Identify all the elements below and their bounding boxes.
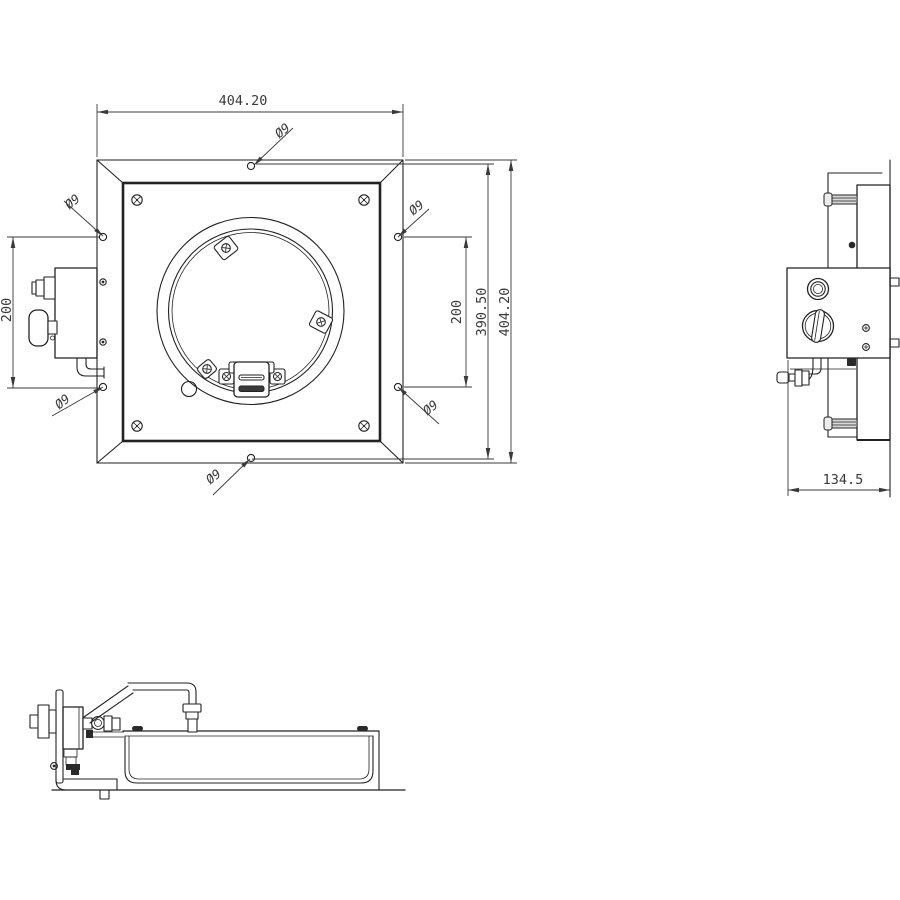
hole-label-bottom: Ø9 (203, 466, 224, 487)
clip-tab (213, 235, 239, 261)
junction-box-side (786, 267, 891, 359)
hole-label-top: Ø9 (272, 120, 293, 141)
bezel-ring (156, 216, 345, 406)
hole-callout-right-top: Ø9 (397, 197, 430, 238)
dim-left-pitch-label: 200 (0, 298, 15, 322)
pipe-assembly-bottom (83, 682, 202, 733)
screw-icon (358, 194, 370, 206)
screw-icon (221, 371, 232, 382)
bracket-under-box (50, 748, 80, 775)
hole-callout-bottom: Ø9 (203, 458, 251, 496)
screw-icon (131, 420, 143, 432)
frame-outer-edge (96, 159, 404, 464)
top-bolt (823, 192, 858, 207)
front-frame (96, 159, 404, 464)
screw-icon (131, 194, 143, 206)
dim-top-width-label: 404.20 (219, 93, 268, 109)
screw-icon (358, 420, 370, 432)
dimensions-front: 404.20 200 390.50 404.20 200 (0, 93, 517, 496)
junction-box-front (28, 267, 105, 379)
tray (122, 726, 380, 791)
hole-label-left-top: Ø9 (62, 191, 83, 212)
screw-icon (272, 371, 283, 382)
foot-tab (99, 789, 110, 800)
tray-screw-left (132, 726, 143, 731)
hole-bottom (246, 453, 256, 463)
hole-callout-right-bottom: Ø9 (397, 386, 441, 425)
circular-connector (31, 276, 56, 300)
bottom-view (29, 682, 406, 800)
hole-callout-top: Ø9 (253, 120, 294, 166)
toggle-knob (801, 309, 835, 343)
connector-stack-bottom (29, 704, 57, 739)
bottom-bolt (823, 416, 858, 431)
dimension-depth: 134.5 (787, 360, 890, 496)
rear-pins (889, 277, 900, 348)
hole-callout-left-top: Ø9 (62, 191, 104, 237)
drain-pipe-front (76, 357, 105, 379)
corner-screws (131, 194, 370, 432)
hole-right-top (393, 232, 403, 242)
clip-tabs (197, 235, 334, 379)
dim-right-outer-label: 404.20 (497, 288, 513, 337)
junction-box-bottom (62, 706, 84, 750)
hole-left-bottom (98, 382, 108, 392)
rail-bottom (86, 730, 124, 738)
dim-right-pitch-label: 200 (449, 300, 465, 324)
hole-label-right-top: Ø9 (406, 197, 427, 218)
ring-boss (180, 380, 198, 398)
tray-screw-right (357, 726, 368, 731)
side-screws (862, 324, 870, 351)
latch-slot-lower (238, 385, 265, 392)
circular-connector-side (806, 277, 830, 301)
edge-pin-holes (99, 278, 107, 346)
frame-inner-panel (121, 181, 382, 443)
hole-top (246, 161, 256, 171)
latch-assembly (218, 361, 286, 398)
upper-rear-block (827, 172, 883, 269)
dim-depth-label: 134.5 (823, 472, 864, 488)
mounting-holes (98, 161, 403, 463)
valve-fitting (82, 715, 121, 732)
clip-tab (197, 359, 217, 379)
front-view: 404.20 200 390.50 404.20 200 (0, 93, 517, 496)
frame-chamfer-lines (96, 159, 404, 464)
hole-label-left-bottom: Ø9 (52, 391, 73, 412)
rear-screw-dot (848, 241, 856, 249)
dim-right-span-label: 390.50 (474, 288, 490, 337)
hole-label-right-bottom: Ø9 (420, 397, 441, 418)
oval-connector (28, 309, 58, 347)
hole-right-bottom (393, 382, 403, 392)
corner-fitting (847, 358, 856, 366)
hole-left-top (98, 232, 108, 242)
latch-slot-upper (238, 374, 265, 381)
junction-box (54, 267, 98, 359)
hole-callout-left-bottom: Ø9 (52, 386, 104, 417)
clip-tab (308, 310, 334, 334)
side-view: 134.5 (776, 159, 900, 498)
drain-pipe-side (776, 357, 822, 387)
